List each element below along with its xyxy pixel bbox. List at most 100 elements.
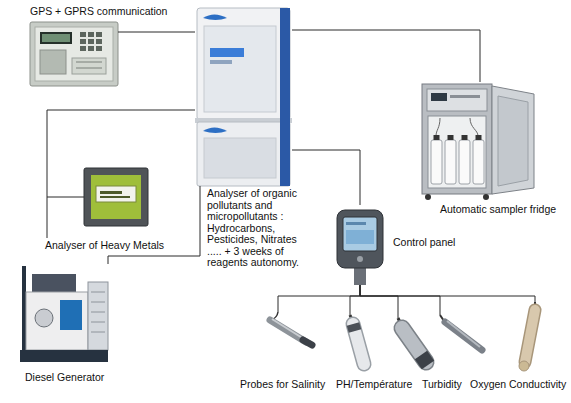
analyser-panel	[91, 175, 141, 219]
heavy-metal-analyser	[47, 168, 148, 238]
generator-filter	[35, 309, 53, 327]
ph-probe	[350, 315, 364, 364]
modem-key	[80, 46, 86, 51]
device-node: Control panel	[333, 205, 388, 285]
connector-line	[360, 285, 440, 315]
terminal-body	[337, 210, 383, 268]
sample-bottle	[459, 140, 470, 184]
device-node: Oxygen	[432, 315, 488, 357]
probe-highlight	[447, 321, 480, 347]
modem-terminal	[72, 58, 106, 74]
fridge-body	[422, 84, 492, 194]
radiator-grille	[91, 302, 105, 303]
cabinet-door	[204, 26, 276, 112]
probe-outline	[525, 310, 535, 362]
radiator-grille	[91, 292, 105, 293]
conductivity-probe	[519, 302, 535, 371]
probe-tip	[519, 361, 529, 371]
device-node: Analyser of Heavy Metals	[84, 168, 148, 226]
device-label: GPS + GPRS communication	[30, 6, 167, 18]
modem-key	[88, 32, 94, 37]
modem-module	[40, 50, 66, 74]
bottle-cap	[476, 135, 482, 140]
fridge-caster	[483, 194, 489, 200]
fridge-caster	[425, 194, 431, 200]
connector-line	[360, 285, 398, 318]
generator-radiator	[88, 282, 108, 350]
generator-skid	[20, 350, 108, 362]
connector-line	[292, 150, 360, 205]
fridge-door	[492, 86, 534, 194]
generator-engine	[26, 292, 88, 350]
device-node: Conductivity	[505, 302, 545, 372]
device-node: GPS + GPRS communication	[30, 22, 118, 86]
sticker-mark	[100, 196, 130, 198]
analyser-sticker	[96, 186, 136, 202]
connector-line	[47, 110, 195, 197]
cabinet-upper	[197, 8, 290, 120]
turbidity-probe	[398, 318, 428, 365]
fridge-tubing	[436, 118, 478, 136]
probe-outline	[353, 324, 364, 364]
modem-key	[88, 39, 94, 44]
device-node: PH/Température	[330, 315, 374, 370]
connector-line	[360, 285, 535, 302]
connector-line	[350, 285, 360, 315]
modem-key	[96, 32, 102, 37]
diesel-generator	[20, 266, 108, 362]
control-terminal	[337, 210, 383, 285]
generator-manifold	[32, 274, 76, 294]
device-label: Diesel Generator	[25, 372, 104, 384]
sample-bottle	[431, 140, 442, 184]
modem-key	[88, 46, 94, 51]
device-node: Probes for Salinity	[256, 312, 316, 348]
cabinet-lower	[197, 122, 290, 186]
door-panel	[498, 96, 528, 186]
cabinet-badge	[210, 48, 244, 57]
device-label: Control panel	[393, 237, 455, 249]
device-label: Conductivity	[509, 379, 566, 391]
sample-bottle	[473, 140, 484, 184]
device-label: Automatic sampler fridge	[440, 204, 556, 216]
modem-case	[30, 22, 118, 86]
bottle-cap	[434, 135, 440, 140]
analyser-case	[84, 168, 148, 226]
sample-bottle	[445, 140, 456, 184]
leader-line	[47, 197, 48, 238]
probe-body	[353, 324, 364, 364]
modem-key	[96, 46, 102, 51]
fridge-keys	[450, 95, 480, 98]
device-node: Diesel Generator	[18, 264, 110, 364]
modem-wiring	[76, 62, 102, 63]
sticker-mark	[100, 191, 122, 194]
cabinet-badge	[210, 60, 232, 64]
probe-cap	[353, 324, 355, 331]
connector-line	[108, 186, 200, 264]
gps-modem	[30, 22, 118, 86]
cabinet-logo	[203, 128, 227, 134]
device-label: Probes for Salinity	[240, 379, 325, 391]
modem-display	[40, 32, 72, 44]
probe-tip	[421, 355, 428, 365]
oxygen-probe	[440, 315, 482, 350]
device-label: Analyser of organic pollutants and micro…	[207, 188, 307, 269]
device-node: Automatic sampler fridge	[420, 82, 538, 198]
terminal-gland	[354, 266, 366, 285]
generator-frame	[22, 266, 26, 354]
generator-alternator	[60, 300, 82, 330]
device-node: Analyser of organic pollutants and micro…	[195, 8, 292, 186]
modem-key	[80, 39, 86, 44]
probe-body	[445, 322, 482, 350]
radiator-grille	[91, 312, 105, 313]
connector-group	[47, 30, 535, 318]
fridge-compartment	[428, 116, 486, 188]
device-label: Analyser of Heavy Metals	[45, 240, 164, 252]
modem-key	[96, 39, 102, 44]
modem-key	[80, 32, 86, 37]
probe-tip	[303, 340, 312, 345]
modem-panel	[35, 27, 113, 81]
